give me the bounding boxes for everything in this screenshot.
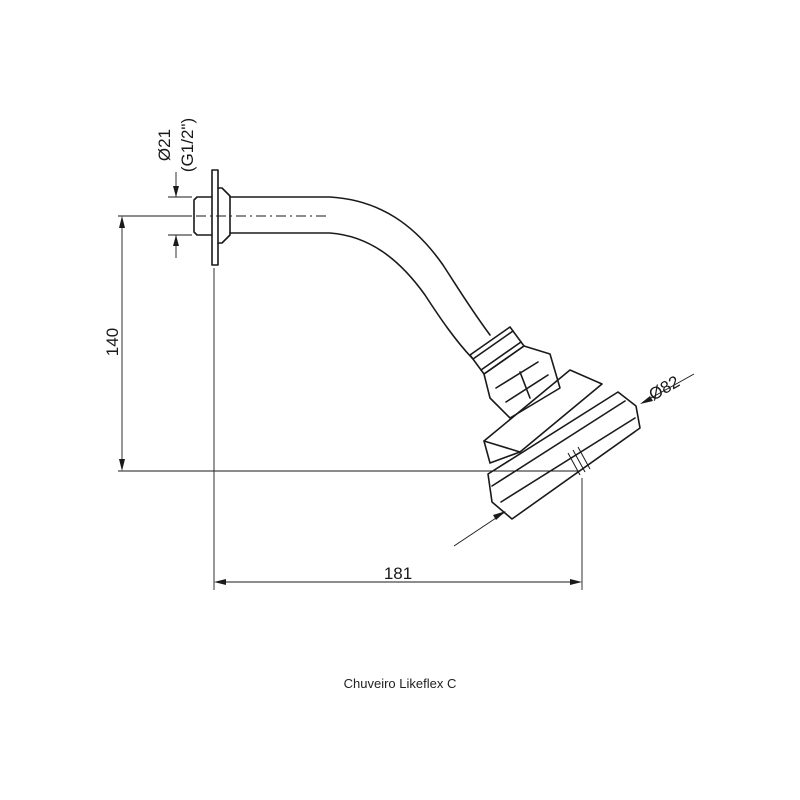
- inlet-nipple: [193, 196, 213, 236]
- arm-ferrule: [469, 326, 525, 375]
- thread-spec-label: (G1/2"): [178, 118, 197, 172]
- inlet-diameter-dimension: [173, 172, 179, 258]
- height-dimension-label: 140: [103, 328, 122, 356]
- inlet-diameter-label: Ø21: [155, 129, 174, 161]
- head-diameter-label: Ø82: [646, 372, 683, 405]
- head-diameter-dimension: [453, 373, 695, 547]
- extension-lines: [118, 196, 583, 590]
- shower-arm: [229, 196, 491, 359]
- shower-head: [483, 369, 641, 520]
- length-dimension-label: 181: [384, 564, 412, 583]
- swivel-nut: [483, 345, 561, 419]
- height-dimension: [119, 216, 125, 471]
- length-dimension: [214, 579, 582, 585]
- drawing-caption: Chuveiro Likeflex C: [343, 676, 457, 691]
- wall-flange: [211, 169, 231, 266]
